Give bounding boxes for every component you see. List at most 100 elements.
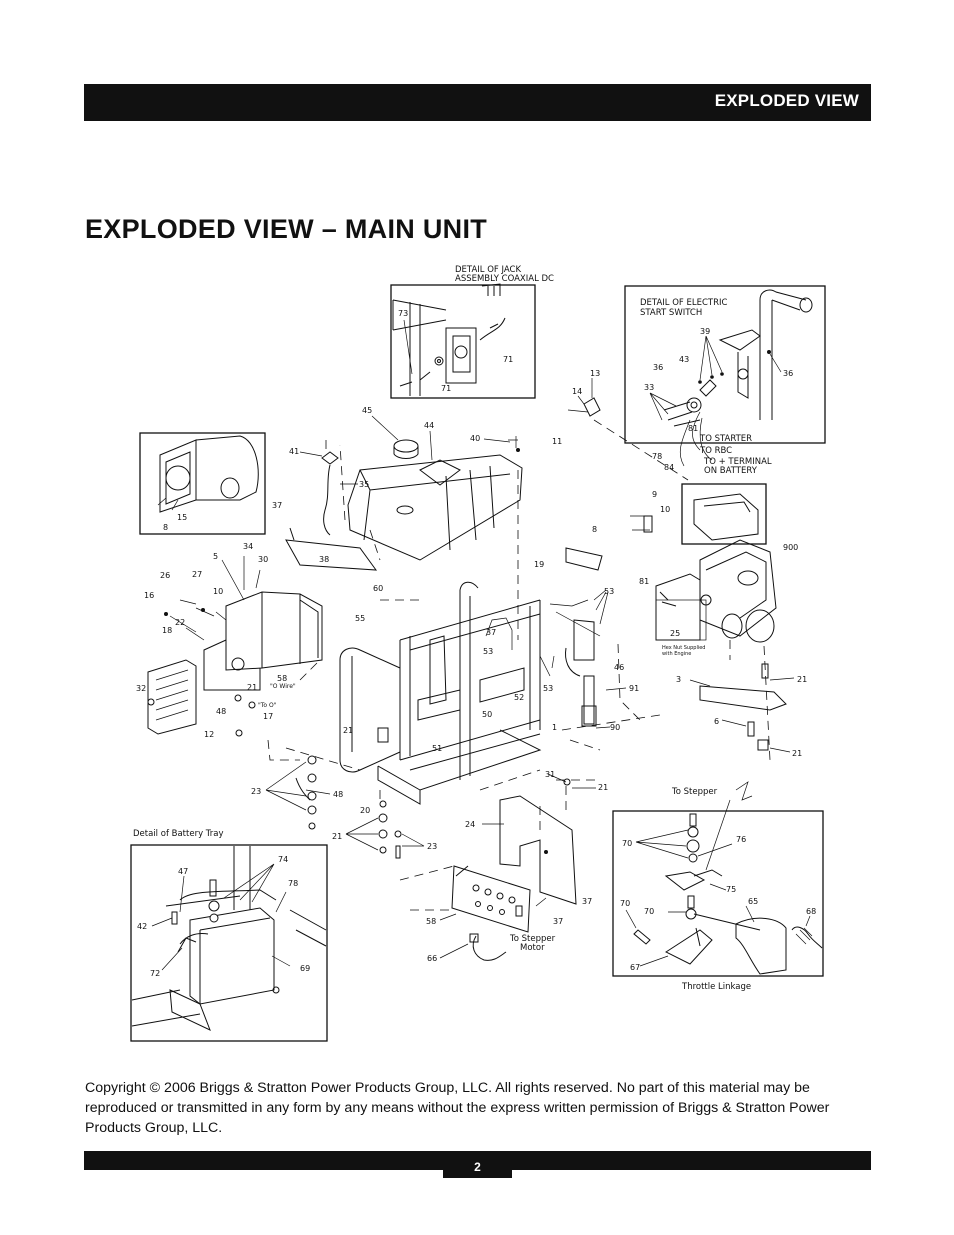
part-label-90: 90 — [610, 723, 620, 732]
part-label-46: 46 — [614, 663, 624, 672]
part-label-900: 900 — [783, 543, 798, 552]
part-label-70: 70 — [622, 839, 632, 848]
part-label-48: 48 — [333, 790, 343, 799]
jack-detail-caption-1: DETAIL OF JACK — [455, 265, 521, 275]
part-label-21: 21 — [343, 726, 353, 735]
part-label-37: 37 — [272, 501, 282, 510]
part-label-40: 40 — [470, 434, 480, 443]
part-label-21: 21 — [797, 675, 807, 684]
part-label-41: 41 — [289, 447, 299, 456]
part-label-22: 22 — [175, 618, 185, 627]
part-label-27: 27 — [192, 570, 202, 579]
part-label-53: 53 — [483, 647, 493, 656]
hex-nut-caption-1: Hex Nut Supplied — [662, 645, 705, 651]
part-label-36: 36 — [783, 369, 793, 378]
electric-start-switch-detail: DETAIL OF ELECTRIC START SWITCH 39 43 36… — [624, 285, 826, 476]
part-label-38: 38 — [319, 555, 329, 564]
main-frame: 55 37 53 52 50 51 21 1 — [299, 581, 557, 805]
part-label-50: 50 — [482, 710, 492, 719]
part-label-37: 37 — [553, 917, 563, 926]
part-label-71: 71 — [441, 384, 451, 393]
section-title: EXPLODED VIEW — [714, 91, 859, 110]
part-label-44: 44 — [424, 421, 434, 430]
part-label-37: 37 — [486, 628, 496, 637]
part-label-60: 60 — [373, 584, 383, 593]
part-label-20: 20 — [360, 806, 370, 815]
part-label-52: 52 — [514, 693, 524, 702]
part-label-70: 70 — [620, 899, 630, 908]
part-label-47: 47 — [178, 867, 188, 876]
part-label-48: 48 — [216, 707, 226, 716]
header-bar: EXPLODED VIEW — [84, 84, 871, 121]
part-label-78: 78 — [288, 879, 298, 888]
page-title: EXPLODED VIEW – MAIN UNIT — [85, 214, 488, 244]
part-label-31: 31 — [545, 770, 555, 779]
part-label-45: 45 — [362, 406, 372, 415]
bottom-hardware: 23 48 20 31 21 21 23 — [251, 747, 608, 859]
part-label-33: 33 — [644, 383, 654, 392]
part-label-35: 35 — [359, 480, 369, 489]
part-label-3: 3 — [676, 675, 681, 684]
part-label-17: 17 — [263, 712, 273, 721]
start-switch-caption-2: START SWITCH — [640, 308, 702, 318]
part-label-75: 75 — [726, 885, 736, 894]
part-label-43: 43 — [679, 355, 689, 364]
part-label-23: 23 — [427, 842, 437, 851]
part-label-81: 81 — [688, 424, 698, 433]
part-label-68: 68 — [806, 907, 816, 916]
part-label-5: 5 — [213, 552, 218, 561]
to-starter-caption: TO STARTER — [699, 434, 752, 444]
to-terminal-caption-2: ON BATTERY — [704, 466, 758, 476]
to-rbc-caption: TO RBC — [699, 446, 732, 456]
part-label-1: 1 — [552, 723, 557, 732]
part-label-15: 15 — [177, 513, 187, 522]
alternator-assembly: 34 5 30 26 27 10 16 22 18 32 58 21 48 17… — [136, 542, 323, 739]
part-label-10: 10 — [213, 587, 223, 596]
battery-tray-detail: Detail of Battery Tray 47 74 78 42 72 69 — [130, 829, 328, 1042]
part-label-71: 71 — [503, 355, 513, 364]
part-label-12: 12 — [204, 730, 214, 739]
hex-nut-caption-2: with Engine — [662, 651, 691, 657]
part-label-8: 8 — [592, 525, 597, 534]
start-switch-caption-1: DETAIL OF ELECTRIC — [640, 298, 728, 308]
start-switch-detail-frame — [624, 285, 826, 444]
to-stepper-caption: To Stepper — [671, 787, 718, 797]
part-label-81: 81 — [639, 577, 649, 586]
part-label-72: 72 — [150, 969, 160, 978]
part-label-11: 11 — [552, 437, 562, 446]
part-label-73: 73 — [398, 309, 408, 318]
page-number: 2 — [474, 1160, 481, 1174]
part-label-53: 53 — [604, 587, 614, 596]
part-label-21: 21 — [332, 832, 342, 841]
part-label-16: 16 — [144, 591, 154, 600]
part-label-8: 8 — [163, 523, 168, 532]
to-stepper-motor-caption-2: Motor — [520, 943, 545, 953]
part-label-74: 74 — [278, 855, 288, 864]
to-terminal-caption-1: TO + TERMINAL — [703, 457, 772, 467]
part-label-19: 19 — [534, 560, 544, 569]
battery-tray-caption: Detail of Battery Tray — [133, 829, 223, 839]
part-label-58: 58 — [277, 674, 287, 683]
part-label-69: 69 — [300, 964, 310, 973]
part-label-70: 70 — [644, 907, 654, 916]
engine-assembly: 900 9 10 8 19 53 81 25 Hex Nut Supplied … — [534, 483, 798, 751]
part-label-6: 6 — [714, 717, 719, 726]
part-label-65: 65 — [748, 897, 758, 906]
part-label-24: 24 — [465, 820, 475, 829]
page-number-tab: 2 — [443, 1158, 512, 1178]
part-label-66: 66 — [427, 954, 437, 963]
part-label-51: 51 — [432, 744, 442, 753]
part-label-84: 84 — [664, 463, 674, 472]
part-label-91: 91 — [629, 684, 639, 693]
part-label-30: 30 — [258, 555, 268, 564]
part-label-21: 21 — [247, 683, 257, 692]
part-label-23: 23 — [251, 787, 261, 796]
battery-tray-frame — [130, 844, 328, 1042]
to-stepper-motor-caption-1: To Stepper — [509, 934, 556, 944]
jack-detail-frame — [390, 284, 536, 399]
part-label-26: 26 — [160, 571, 170, 580]
part-label-39: 39 — [700, 327, 710, 336]
part-label-53: 53 — [543, 684, 553, 693]
switch-assembly: 13 14 11 — [552, 369, 689, 481]
